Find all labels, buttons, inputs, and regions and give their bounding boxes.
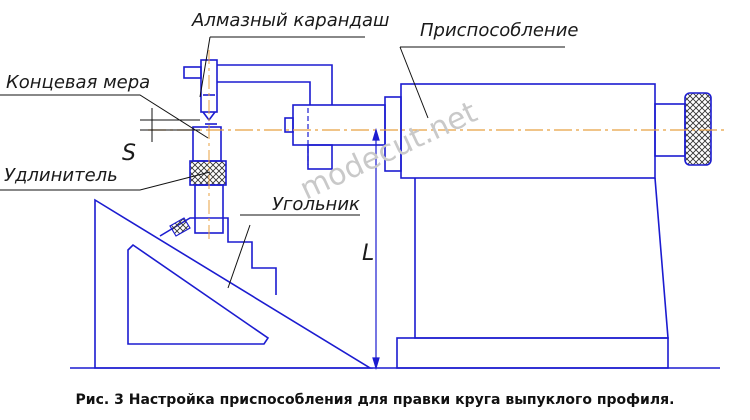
angle-plate [94, 198, 373, 369]
watermark: modecut.net [295, 95, 483, 208]
figure-caption: Рис. 3 Настройка приспособления для прав… [75, 392, 675, 408]
extender-label: Удлинитель [4, 165, 118, 186]
leaders [0, 36, 565, 289]
l-dimension [372, 127, 380, 371]
pencil-label: Алмазный карандаш [191, 10, 389, 31]
angle-label: Угольник [272, 194, 360, 215]
s-label: S [122, 141, 136, 166]
gauge-label: Концевая мера [6, 72, 150, 93]
diamond-pencil [183, 59, 333, 125]
s-dimension [140, 108, 200, 142]
fixture-label: Приспособление [420, 20, 578, 41]
screw [169, 217, 191, 237]
l-label: L [362, 241, 374, 266]
fixture-setup-diagram: Алмазный карандаш Приспособление Концева… [0, 10, 724, 371]
stepped-block [159, 217, 277, 295]
handwheel-knurl [684, 92, 712, 166]
